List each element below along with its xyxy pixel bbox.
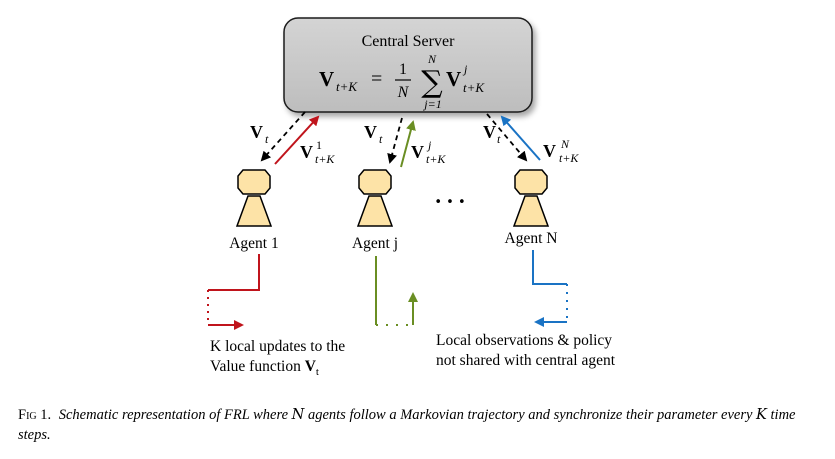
formula-equals: = [371, 68, 382, 90]
caption-text-2: agents follow a Markovian trajectory and… [307, 407, 753, 423]
agent1-up-label-sub: t+K [315, 152, 335, 166]
agentj-up-label: V [411, 142, 424, 162]
agentN-down-label-sub: t [497, 132, 501, 146]
figure-caption: Fig 1. Schematic representation of FRL w… [18, 405, 818, 445]
agentj-down-label: V [364, 122, 377, 142]
agentj-down-label-sub: t [379, 132, 383, 146]
agent1-down-label: V [250, 122, 263, 142]
local-updates-note-line1: K local updates to the [210, 338, 346, 355]
agentj-label: Agent j [352, 235, 398, 252]
agent1-down-label-sub: t [265, 132, 269, 146]
agentN-down-label: V [483, 122, 496, 142]
agentN-upload-arrow [500, 115, 541, 161]
agent1-local-loop [207, 254, 260, 330]
formula-term-sup: j [462, 62, 468, 76]
agent1-upload-arrow [274, 115, 320, 165]
caption-text-3: time steps. [18, 407, 796, 443]
agentN-up-label-sup: N [560, 137, 570, 151]
agentj-icon [356, 169, 394, 227]
privacy-note: Local observations & policy not shared w… [436, 331, 615, 371]
privacy-note-line1: Local observations & policy [436, 332, 613, 349]
frl-diagram: Central Server V t+K = 1 N N ∑ j=1 V j t… [207, 17, 579, 330]
agent1-icon [235, 169, 273, 227]
agentj-up-label-sup: j [426, 138, 432, 152]
agentN-up-label: V [543, 141, 556, 161]
caption-symbol-n: N [291, 407, 305, 423]
agentj-local-loop [375, 256, 418, 326]
formula-sum-symbol: ∑ [421, 65, 443, 100]
agent1-up-label: V [300, 142, 313, 162]
formula-sum-sub: j=1 [422, 97, 441, 111]
local-updates-note: K local updates to the Value function Vt [210, 337, 345, 382]
formula-frac-den: N [397, 84, 410, 101]
formula-term: V [446, 67, 461, 91]
agentj-upload-arrow [400, 120, 416, 168]
aggregation-formula: V t+K = 1 N N ∑ j=1 V j t+K [319, 52, 485, 111]
agentN-up-label-sub: t+K [559, 151, 579, 165]
local-updates-note-line2: Value function Vt [210, 357, 345, 382]
agentj-download-arrow [387, 117, 403, 164]
figure-number: Fig 1. [18, 407, 52, 423]
local-updates-note-text: Value function [210, 358, 305, 375]
agent1-label: Agent 1 [229, 235, 279, 252]
agentN-icon [512, 169, 550, 227]
agent1-up-label-sup: 1 [316, 138, 322, 152]
formula-term-sub: t+K [463, 80, 485, 95]
value-function-symbol: V [304, 358, 316, 375]
caption-text-1: Schematic representation of FRL where [58, 407, 289, 423]
agentN-label: Agent N [505, 230, 558, 247]
central-server-box [283, 17, 533, 113]
agentN-local-loop [532, 250, 568, 327]
formula-sum-sup: N [427, 52, 437, 66]
agentN-download-arrow [486, 113, 528, 162]
agents-ellipsis: • • • [434, 195, 465, 210]
caption-symbol-k: K [756, 407, 767, 423]
agent1-download-arrow [260, 111, 306, 162]
central-server-title: Central Server [362, 33, 456, 50]
formula-lhs: V [319, 67, 334, 91]
value-function-subscript: t [315, 366, 319, 379]
agentj-up-label-sub: t+K [426, 152, 446, 166]
formula-lhs-sub: t+K [336, 79, 358, 94]
privacy-note-line2: not shared with central agent [436, 352, 616, 369]
formula-frac-num: 1 [399, 61, 407, 78]
